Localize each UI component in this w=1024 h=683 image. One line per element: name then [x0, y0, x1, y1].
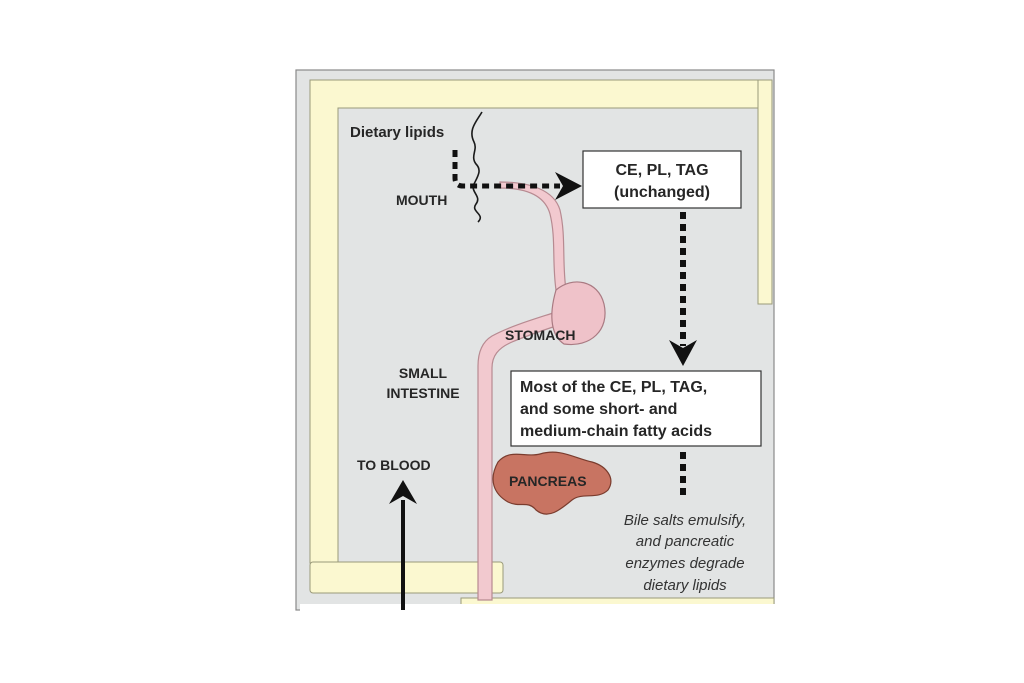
label-to-blood: TO BLOOD	[357, 457, 431, 473]
dotted-arrow-mouth	[452, 150, 582, 200]
box-most-line2: and some short- and	[520, 401, 677, 418]
box-most-line3: medium-chain fatty acids	[520, 423, 712, 440]
note-line4: dietary lipids	[643, 577, 727, 594]
box-unchanged-line2: (unchanged)	[614, 184, 710, 201]
note-line2: and pancreatic	[636, 533, 735, 550]
label-stomach: STOMACH	[505, 327, 576, 343]
note-line3: enzymes degrade	[625, 555, 744, 572]
label-small-intestine-2: INTESTINE	[386, 385, 459, 401]
label-small-intestine-1: SMALL	[399, 365, 448, 381]
digestive-tract	[477, 181, 606, 601]
label-dietary-lipids: Dietary lipids	[350, 124, 444, 141]
solid-arrow-to-blood	[389, 480, 417, 610]
pancreas-organ	[492, 451, 612, 515]
box-most-line1: Most of the CE, PL, TAG,	[520, 379, 707, 396]
box-unchanged: CE, PL, TAG (unchanged)	[582, 150, 742, 209]
box-unchanged-line1: CE, PL, TAG	[615, 162, 708, 179]
arrowhead-up	[389, 480, 417, 504]
box-most-lipids: Most of the CE, PL, TAG, and some short-…	[510, 370, 762, 447]
mouth-profile-line	[471, 111, 483, 223]
bile-salts-note: Bile salts emulsify, and pancreatic enzy…	[624, 512, 746, 594]
arrowhead-right	[555, 172, 582, 200]
arrowhead-down	[669, 340, 697, 366]
label-pancreas: PANCREAS	[509, 473, 587, 489]
yellow-band	[300, 79, 778, 616]
label-mouth: MOUTH	[396, 192, 447, 208]
note-line1: Bile salts emulsify,	[624, 512, 746, 529]
dotted-arrow-down	[669, 212, 697, 366]
